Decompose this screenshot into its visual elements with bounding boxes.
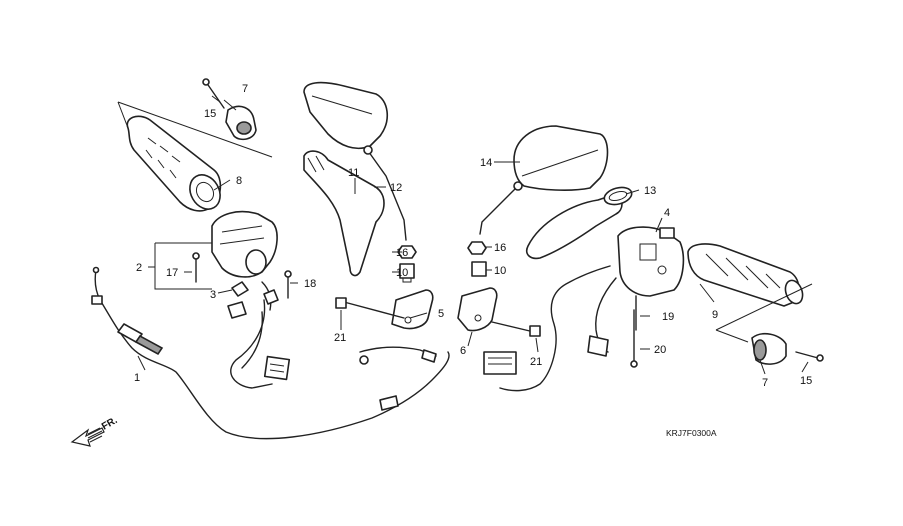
callout-8: 8	[236, 175, 242, 187]
front-direction-arrow: FR.	[70, 415, 120, 447]
screws-19-20	[630, 295, 638, 368]
right-mirror-boot	[525, 186, 633, 260]
bar-end-weight-top	[202, 78, 257, 141]
callout-15-top: 15	[204, 108, 216, 120]
callout-9: 9	[712, 309, 718, 321]
callouts: 1 2 3 4 5 6 7 7 8 9 10 10 11 12 13 14 15…	[134, 83, 812, 389]
callout-19: 19	[662, 311, 674, 323]
callout-2: 2	[136, 262, 142, 274]
callout-3: 3	[210, 289, 216, 301]
diagram-code: KRJ7F0300A	[666, 428, 717, 438]
callout-7-top: 7	[242, 83, 248, 95]
callout-20: 20	[654, 344, 666, 356]
left-mirror	[303, 81, 407, 241]
callout-5: 5	[438, 308, 444, 320]
callout-7-bottom: 7	[762, 377, 768, 389]
left-mirror-boot	[303, 150, 385, 277]
callout-6: 6	[460, 345, 466, 357]
left-bracket	[335, 289, 434, 330]
callout-1: 1	[134, 372, 140, 384]
callout-15-bottom: 15	[800, 375, 812, 387]
throttle-cable	[91, 266, 450, 440]
callout-10-left: 10	[396, 267, 408, 279]
callout-21-left: 21	[334, 332, 346, 344]
callout-13: 13	[644, 185, 656, 197]
front-direction-label: FR.	[100, 415, 120, 433]
right-bracket	[457, 287, 541, 337]
callout-16-right: 16	[494, 242, 506, 254]
callout-16-left: 16	[396, 247, 408, 259]
callout-17: 17	[166, 267, 178, 279]
leader-lines	[137, 95, 809, 375]
callout-12: 12	[390, 182, 402, 194]
right-mirror	[479, 125, 609, 235]
callout-4: 4	[664, 207, 670, 219]
right-handlebar-switch	[617, 226, 685, 297]
left-switch-harness	[230, 299, 291, 389]
throttle-grip	[687, 243, 813, 343]
callout-18: 18	[304, 278, 316, 290]
screws-17-18	[192, 252, 292, 299]
right-switch-harness	[483, 265, 617, 392]
left-handlebar-switch	[211, 210, 279, 319]
left-grip	[117, 101, 273, 212]
right-mirror-nut-adapter	[467, 241, 487, 277]
callout-10-right: 10	[494, 265, 506, 277]
callout-14: 14	[480, 157, 492, 169]
bar-end-weight-bottom	[751, 332, 824, 365]
callout-11: 11	[348, 167, 359, 179]
callout-21-right: 21	[530, 356, 542, 368]
